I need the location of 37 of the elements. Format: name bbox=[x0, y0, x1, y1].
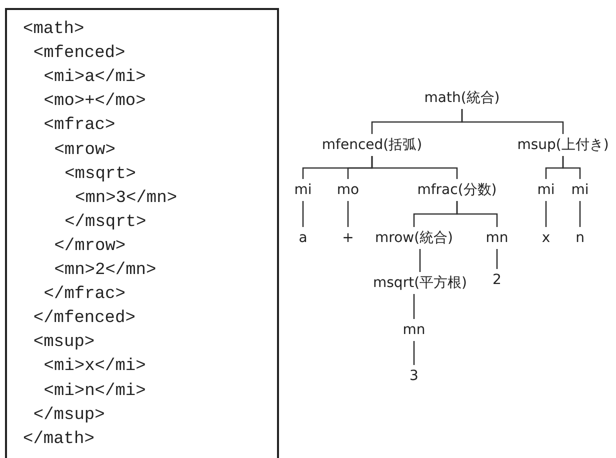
tree-connector bbox=[562, 156, 581, 179]
code-line: <mi>x</mi> bbox=[44, 357, 146, 378]
code-line: <mi>a</mi> bbox=[44, 68, 146, 88]
tree-connector bbox=[347, 201, 349, 227]
tree-connector bbox=[413, 341, 415, 365]
code-line: <mfrac> bbox=[44, 116, 116, 136]
tree-connector bbox=[545, 201, 547, 227]
code-line: </mfenced> bbox=[33, 309, 136, 330]
code-line: <mrow> bbox=[54, 140, 116, 160]
code-line: </mrow> bbox=[54, 236, 126, 257]
code-line: </msqrt> bbox=[64, 212, 146, 233]
tree-connector bbox=[579, 201, 581, 227]
tree-connector bbox=[496, 249, 498, 269]
code-line: <msup> bbox=[33, 333, 95, 354]
tree-connector bbox=[461, 109, 564, 134]
tree-connector bbox=[371, 156, 458, 179]
tree-node-label: mfenced(括弧) bbox=[320, 136, 424, 154]
tree-node-label: msqrt(平方根) bbox=[372, 274, 468, 292]
tree-connector bbox=[302, 201, 304, 227]
code-line: <mo>+</mo> bbox=[44, 92, 146, 112]
tree-connector bbox=[419, 249, 421, 272]
tree-connector bbox=[413, 294, 415, 319]
code-panel bbox=[5, 8, 279, 458]
code-line: </math> bbox=[23, 430, 94, 450]
tree-node-label: msup(上付き) bbox=[516, 136, 610, 154]
code-line: </msup> bbox=[33, 406, 105, 426]
code-line: <mn>3</mn> bbox=[75, 188, 178, 209]
tree-node-label: mfrac(分数) bbox=[416, 181, 498, 199]
code-line: <mn>2</mn> bbox=[54, 261, 156, 281]
code-line: <mi>n</mi> bbox=[44, 382, 146, 402]
code-line: </mfrac> bbox=[44, 285, 126, 306]
code-line: <mfenced> bbox=[33, 44, 126, 64]
tree-node-label: mrow(統合) bbox=[374, 229, 454, 247]
tree-connector bbox=[456, 201, 498, 227]
code-line: <math> bbox=[23, 20, 84, 40]
tree-node-label: math(統合) bbox=[423, 89, 501, 107]
code-line: <msqrt> bbox=[64, 164, 136, 185]
